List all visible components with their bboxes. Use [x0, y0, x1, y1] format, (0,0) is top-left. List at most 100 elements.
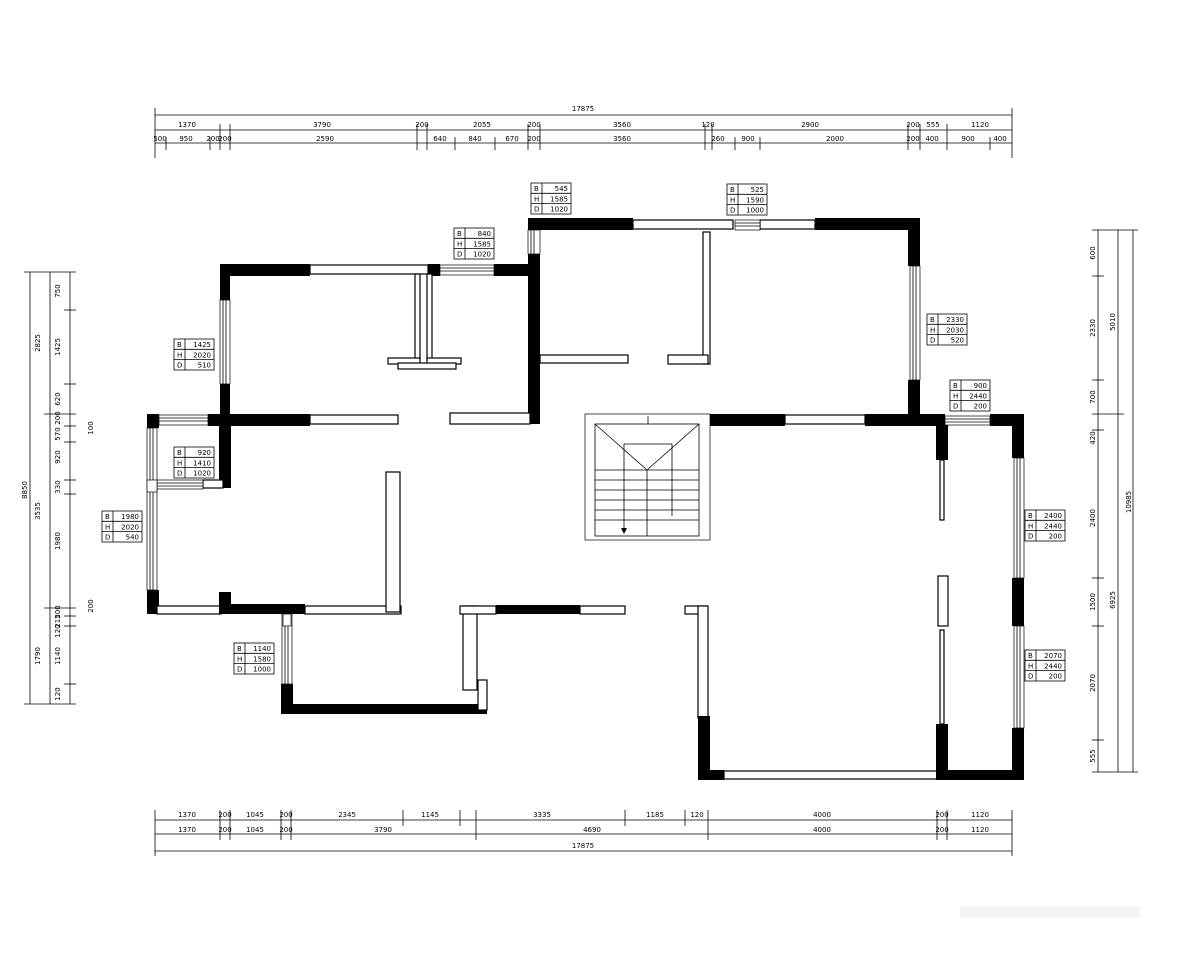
tag-value: 2020	[121, 523, 139, 531]
bottom-dim-text: 3790	[374, 826, 392, 834]
tag-key: H	[237, 655, 242, 663]
bottom-dim-text: 1145	[421, 811, 439, 819]
bottom-dim-text: 1370	[178, 811, 196, 819]
top-dim-text: 2590	[316, 135, 334, 143]
tag-value: 1020	[550, 206, 568, 214]
tag-value: 840	[478, 230, 491, 238]
tag-key: B	[457, 230, 462, 238]
tag-key: H	[105, 523, 110, 531]
right-dim-text: 5010	[1109, 313, 1117, 331]
tag-value: 1585	[473, 240, 491, 248]
bottom-dim-text: 200	[218, 826, 231, 834]
bottom-total-dim: 17875	[572, 842, 594, 850]
tag-key: D	[1028, 673, 1033, 681]
left-dim-text: 1790	[34, 647, 42, 665]
tag-value: 200	[1049, 673, 1062, 681]
left-dim-text: 120	[54, 624, 62, 637]
top-dim-text: 900	[961, 135, 974, 143]
tag-key: H	[1028, 522, 1033, 530]
top-dim-text: 840	[468, 135, 481, 143]
top-dim-text: 500	[153, 135, 166, 143]
right-dim-text: 6925	[1109, 591, 1117, 609]
top-dim-text: 400	[925, 135, 938, 143]
tag-value: 1580	[253, 655, 271, 663]
tag-key: D	[953, 403, 958, 411]
tag-value: 525	[751, 186, 764, 194]
top-dim-text: 2000	[826, 135, 844, 143]
tag-key: H	[177, 459, 182, 467]
tag-key: H	[953, 392, 958, 400]
top-dim-text: 2055	[473, 121, 491, 129]
bottom-dim-text: 200	[279, 811, 292, 819]
top-dim-text: 200	[527, 121, 540, 129]
tag-value: 545	[555, 185, 568, 193]
left-dim-text: 200	[54, 605, 62, 618]
top-dim-text: 200	[206, 135, 219, 143]
top-dim-text: 200	[415, 121, 428, 129]
tag-value: 1410	[193, 459, 211, 467]
tag-key: H	[1028, 662, 1033, 670]
left-dim-text: 1425	[54, 338, 62, 356]
tag-value: 1000	[746, 207, 764, 215]
tag-key: D	[457, 251, 462, 259]
top-dim-text: 1370	[178, 121, 196, 129]
tag-value: 1020	[193, 470, 211, 478]
tag-key: D	[177, 470, 182, 478]
tag-value: 2020	[193, 351, 211, 359]
left-dim-text: 215	[54, 614, 62, 627]
tag-key: B	[1028, 512, 1033, 520]
bottom-dim-text: 1370	[178, 826, 196, 834]
left-dim-text: 330	[54, 480, 62, 493]
bottom-dim-text: 4690	[583, 826, 601, 834]
left-dim-text: 920	[54, 450, 62, 463]
bottom-dim-text: 200	[218, 811, 231, 819]
tag-key: D	[534, 206, 539, 214]
right-dim-text: 2070	[1089, 674, 1097, 692]
top-dim-text: 3560	[613, 135, 631, 143]
right-dim-text: 1500	[1089, 593, 1097, 611]
bottom-dim-text: 4000	[813, 826, 831, 834]
tag-value: 2440	[1044, 662, 1062, 670]
tag-key: D	[237, 666, 242, 674]
walls	[147, 218, 1024, 780]
bottom-dim-text: 1185	[646, 811, 664, 819]
tag-value: 200	[1049, 533, 1062, 541]
left-note2-dim: 200	[87, 599, 95, 612]
left-note-dim: 100	[87, 421, 95, 434]
tag-key: B	[1028, 652, 1033, 660]
bottom-dim-text: 4000	[813, 811, 831, 819]
tag-key: B	[177, 341, 182, 349]
top-dim-text: 670	[505, 135, 518, 143]
tag-key: B	[177, 449, 182, 457]
tag-value: 1585	[550, 195, 568, 203]
top-dim-text: 200	[527, 135, 540, 143]
right-dim-text: 2330	[1089, 319, 1097, 337]
left-dim-text: 200	[54, 411, 62, 424]
bottom-dim-text: 3335	[533, 811, 551, 819]
bottom-dim-text: 200	[935, 826, 948, 834]
left-dim-text: 120	[54, 687, 62, 700]
tag-value: 1000	[253, 666, 271, 674]
right-dim-text: 600	[1089, 246, 1097, 259]
bottom-dim-text: 1045	[246, 826, 264, 834]
tag-value: 2070	[1044, 652, 1062, 660]
right-dim-text: 2400	[1089, 509, 1097, 527]
tag-value: 2440	[1044, 522, 1062, 530]
top-dim-text: 200	[906, 121, 919, 129]
staircase	[584, 413, 711, 541]
left-dim-text: 1140	[54, 647, 62, 665]
tag-key: B	[105, 513, 110, 521]
left-dim-text: 3535	[34, 502, 42, 520]
bottom-dim-text: 1045	[246, 811, 264, 819]
tag-value: 920	[198, 449, 211, 457]
tag-key: B	[237, 645, 242, 653]
bottom-dim-text: 1120	[971, 811, 989, 819]
